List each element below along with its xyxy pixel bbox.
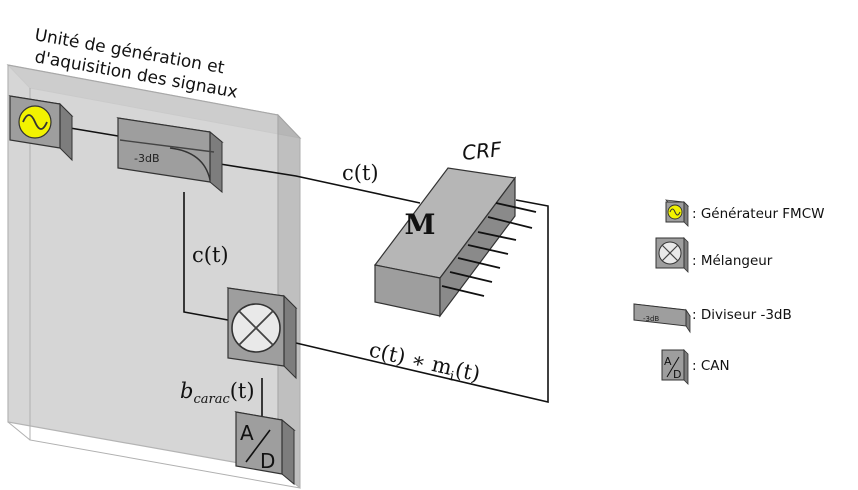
signal-label-ct-vertical: c(t) — [192, 243, 229, 267]
mix-tail: (t) — [453, 357, 483, 386]
legend: : Générateur FMCW : Mélangeur -3dB : Div… — [633, 199, 824, 385]
bcarac-tail: (t) — [230, 379, 255, 403]
legend-generator-label: : Générateur FMCW — [692, 206, 824, 222]
wire-splitter-to-mixer — [183, 192, 229, 321]
legend-mixer-label: : Mélangeur — [692, 253, 773, 269]
legend-generator-icon — [664, 199, 690, 227]
signal-label-ct-top: c(t) — [342, 161, 379, 185]
wire-generator-to-splitter — [69, 127, 119, 137]
legend-adc-icon-d: D — [673, 368, 681, 381]
mix-main: c(t) ∗ m — [367, 337, 454, 379]
crf-title: CRF — [461, 137, 503, 165]
legend-splitter-label: : Diviseur -3dB — [692, 307, 792, 323]
legend-mixer-icon — [655, 237, 689, 273]
legend-adc-icon-a: A — [664, 355, 672, 368]
legend-adc-label: : CAN — [692, 358, 730, 374]
adc-label-a: A — [240, 421, 254, 445]
adc-converter: A D — [234, 411, 296, 486]
splitter-label: -3dB — [134, 152, 160, 165]
wire-crf-return-to-mixer — [295, 199, 549, 404]
signal-label-mix: c(t) ∗ mi(t) — [366, 337, 483, 390]
adc-label-d: D — [260, 449, 275, 473]
crf-component: M — [373, 167, 537, 318]
legend-adc-icon: A D — [661, 349, 689, 385]
power-splitter: -3dB — [116, 117, 224, 194]
legend-splitter-icon-text: -3dB — [643, 315, 659, 323]
bcarac-main: b — [180, 379, 193, 403]
wire-splitter-to-crf — [219, 163, 421, 204]
mixer — [226, 287, 298, 380]
mix-sub: i — [448, 369, 455, 385]
legend-splitter-icon: -3dB — [633, 303, 691, 334]
bcarac-sub: carac — [193, 392, 230, 407]
wires — [69, 127, 549, 418]
crf-center-letter: M — [405, 208, 436, 241]
fmcw-generator — [8, 95, 74, 162]
signal-label-bcarac: bcarac(t) — [180, 379, 255, 407]
